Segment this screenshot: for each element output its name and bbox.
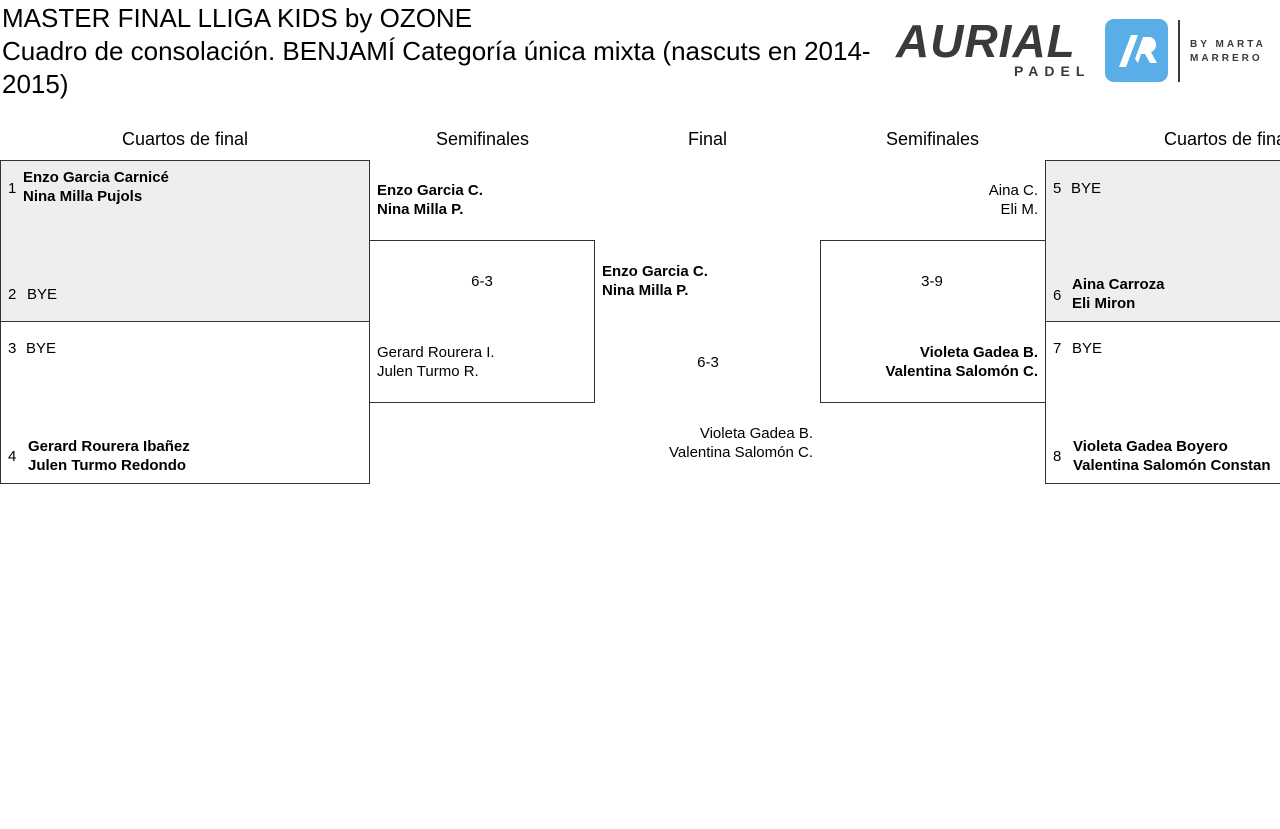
team-seed-5: BYE: [1071, 180, 1102, 197]
logo-badge-icon: [1105, 19, 1168, 82]
team-seed-2: BYE: [27, 286, 58, 303]
seed-number: 8: [1053, 448, 1062, 465]
right-sf-team-bottom: Violeta Gadea B. Valentina Salomón C.: [885, 344, 1038, 380]
seed-number: 6: [1053, 287, 1062, 304]
right-qf-match-2: [1045, 321, 1280, 484]
team-seed-3: BYE: [26, 340, 57, 357]
seed-number: 1: [8, 180, 17, 197]
logo-by: BY MARTA MARRERO: [1190, 39, 1266, 64]
seed-number: 2: [8, 286, 17, 303]
left-qf-match-1: [0, 160, 370, 322]
logo-brand: AURIAL: [896, 15, 1076, 67]
final-team-top: Enzo Garcia C. Nina Milla P.: [602, 263, 708, 299]
title-line-2: Cuadro de consolación. BENJAMÍ Categoría…: [2, 36, 871, 99]
page-title: MASTER FINAL LLIGA KIDS by OZONE Cuadro …: [2, 2, 892, 101]
final-team-bottom: Violeta Gadea B. Valentina Salomón C.: [669, 425, 813, 461]
round-header-right-qf: Cuartos de final: [1164, 129, 1280, 149]
left-sf-score: 6-3: [471, 273, 493, 290]
team-seed-7: BYE: [1072, 340, 1103, 357]
round-header-right-sf: Semifinales: [885, 129, 980, 149]
logo-divider: [1178, 20, 1180, 82]
left-sf-team-top: Enzo Garcia C. Nina Milla P.: [377, 182, 483, 218]
team-seed-1: Enzo Garcia Carnicé Nina Milla Pujols: [23, 169, 169, 205]
right-sf-score: 3-9: [921, 273, 943, 290]
logo-sub: PADEL: [1014, 63, 1091, 79]
round-header-final: Final: [687, 129, 727, 149]
seed-number: 7: [1053, 340, 1062, 357]
left-sf-match: [369, 240, 595, 403]
seed-number: 3: [8, 340, 17, 357]
team-seed-4: Gerard Rourera Ibañez Julen Turmo Redond…: [28, 438, 190, 474]
seed-number: 4: [8, 448, 17, 465]
round-header-left-qf: Cuartos de final: [121, 129, 249, 149]
team-seed-8: Violeta Gadea Boyero Valentina Salomón C…: [1073, 438, 1271, 474]
right-qf-match-1: [1045, 160, 1280, 322]
seed-number: 5: [1053, 180, 1062, 197]
left-sf-team-bottom: Gerard Rourera I. Julen Turmo R.: [377, 344, 495, 380]
right-sf-team-top: Aina C. Eli M.: [988, 182, 1038, 218]
team-seed-6: Aina Carroza Eli Miron: [1072, 276, 1165, 312]
title-line-1: MASTER FINAL LLIGA KIDS by OZONE: [2, 3, 473, 33]
final-score: 6-3: [697, 354, 719, 371]
aurial-padel-logo: AURIAL PADEL BY MARTA MARRERO: [896, 18, 1276, 84]
round-header-left-sf: Semifinales: [435, 129, 530, 149]
